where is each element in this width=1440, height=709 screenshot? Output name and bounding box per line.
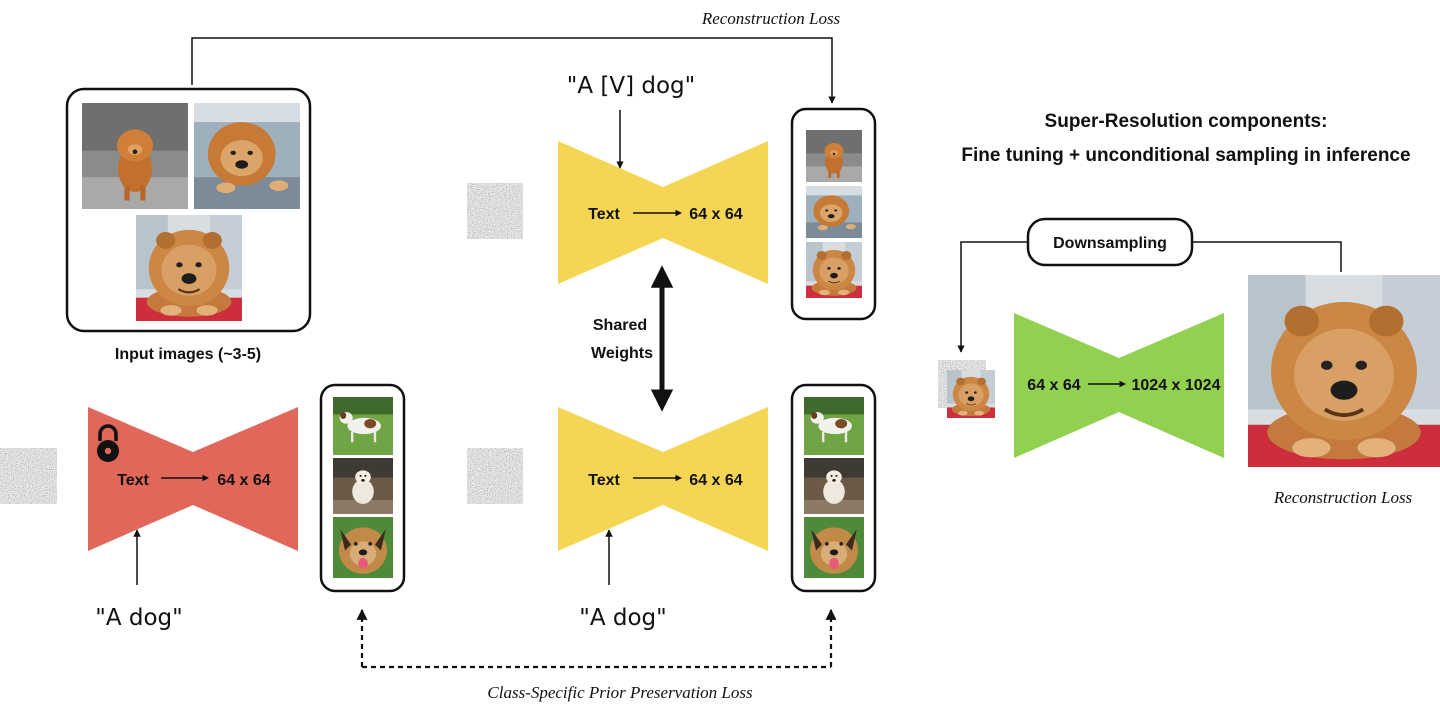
frozen-model: Text 64 x 64 "A dog" bbox=[0, 407, 298, 631]
noise-image-left bbox=[0, 448, 57, 504]
downsampling-box bbox=[1026, 217, 1194, 267]
model-bowtie-sr bbox=[1014, 313, 1224, 458]
prior-preservation-loss: Class-Specific Prior Preservation Loss bbox=[356, 608, 837, 702]
noise-image-top bbox=[467, 183, 523, 239]
sr-title-line-2: Fine tuning + unconditional sampling in … bbox=[961, 145, 1410, 166]
output-strip-subject bbox=[790, 107, 877, 321]
noise-image-bottom bbox=[467, 448, 523, 504]
model-input-label: Text bbox=[588, 472, 620, 489]
prior-preservation-loss-label: Class-Specific Prior Preservation Loss bbox=[487, 683, 753, 702]
high-res-output bbox=[1248, 275, 1440, 467]
input-image-2 bbox=[194, 103, 300, 209]
input-images-panel bbox=[65, 87, 312, 333]
downsampling-label: Downsampling bbox=[1053, 235, 1167, 252]
high-res-image bbox=[1248, 275, 1440, 467]
model-output-label: 1024 x 1024 bbox=[1132, 377, 1221, 394]
low-res-image bbox=[947, 370, 995, 418]
finetune-model-bottom: Text 64 x 64 "A dog" bbox=[467, 407, 768, 631]
class-prompt-mid: "A dog" bbox=[579, 605, 666, 631]
input-images-label: Input images (~3-5) bbox=[115, 346, 261, 363]
input-image-3 bbox=[136, 215, 242, 321]
downsampling-path: Downsampling bbox=[957, 217, 1342, 353]
super-resolution-model: 64 x 64 1024 x 1024 bbox=[1014, 313, 1224, 458]
low-res-input bbox=[938, 360, 995, 418]
model-output-label: 64 x 64 bbox=[689, 206, 742, 223]
shared-weights: Shared Weights bbox=[591, 265, 674, 412]
super-resolution-title: Super-Resolution components: Fine tuning… bbox=[961, 111, 1410, 166]
model-output-label: 64 x 64 bbox=[217, 472, 270, 489]
output-strip-class-left bbox=[319, 383, 406, 593]
model-input-label: 64 x 64 bbox=[1027, 377, 1080, 394]
finetune-model-top: Text 64 x 64 "A [V] dog" bbox=[467, 73, 768, 284]
lock-icon bbox=[97, 424, 119, 462]
sr-title-line-1: Super-Resolution components: bbox=[1045, 111, 1328, 132]
model-input-label: Text bbox=[588, 206, 620, 223]
shared-weights-label-2: Weights bbox=[591, 345, 653, 362]
reconstruction-loss-top: Reconstruction Loss bbox=[191, 9, 841, 104]
shared-weights-label-1: Shared bbox=[593, 317, 647, 334]
class-prompt-left: "A dog" bbox=[95, 605, 182, 631]
output-strip-class-right bbox=[790, 383, 877, 593]
model-bowtie-bottom bbox=[558, 407, 768, 551]
model-output-label: 64 x 64 bbox=[689, 472, 742, 489]
model-input-label: Text bbox=[117, 472, 149, 489]
input-image-1 bbox=[82, 103, 188, 209]
model-bowtie-frozen bbox=[88, 407, 298, 551]
reconstruction-loss-top-label: Reconstruction Loss bbox=[701, 9, 841, 28]
subject-prompt: "A [V] dog" bbox=[567, 73, 695, 99]
reconstruction-loss-right-label: Reconstruction Loss bbox=[1273, 488, 1413, 507]
